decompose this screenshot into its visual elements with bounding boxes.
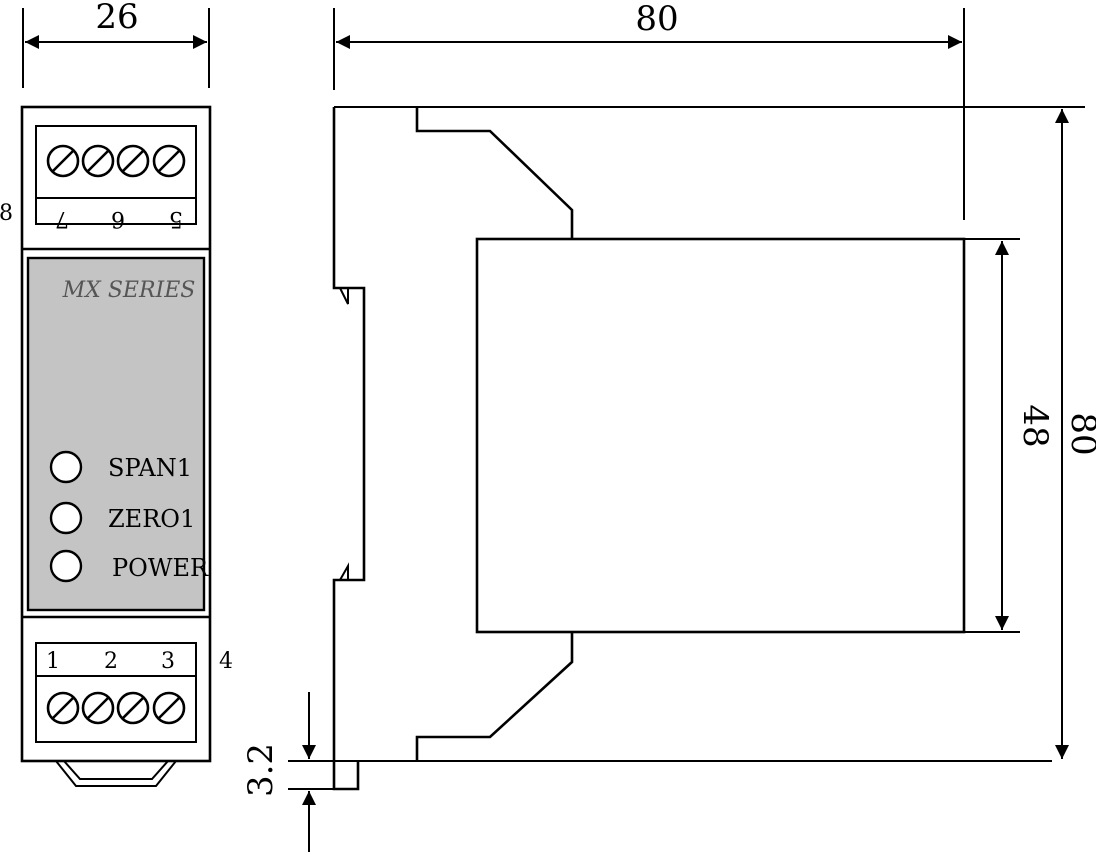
main-body (475, 237, 966, 634)
terminal-label-1: 1 (46, 649, 60, 674)
indicator-label-power: POWER (112, 554, 209, 582)
terminal-label-5: 5 (169, 206, 183, 231)
dimension-foot-label: 3.2 (241, 743, 281, 797)
dimension-total-height-label: 80 (1063, 412, 1096, 455)
terminal-label-8: 8 (0, 201, 13, 226)
dimension-height-48: 48 (995, 241, 1055, 630)
terminal-label-6: 6 (111, 206, 125, 231)
bottom-screw-row (46, 691, 186, 725)
indicator-label-span1: SPAN1 (108, 454, 192, 482)
dimension-foot-3-2: 3.2 (241, 692, 358, 852)
screw-icon (46, 691, 80, 725)
side-view: 80 48 80 3.2 (241, 0, 1096, 852)
bottom-terminal-block: 1 2 3 4 (35, 642, 233, 743)
dimension-depth-80: 80 (333, 0, 965, 220)
top-terminal-block: 8 7 6 5 (0, 125, 197, 231)
terminal-label-2: 2 (104, 649, 118, 674)
dimension-width-label: 26 (95, 0, 138, 37)
dimension-width-26: 26 (22, 0, 210, 88)
front-view: 26 8 7 6 5 MX SERIES SPAN1 (0, 0, 233, 787)
screw-icon (152, 691, 186, 725)
screw-icon (116, 691, 150, 725)
series-label: MX SERIES (62, 278, 196, 303)
screw-icon (81, 144, 115, 178)
din-clip-tab (55, 760, 177, 787)
screw-icon (46, 144, 80, 178)
front-body-outline (20, 105, 212, 763)
terminal-label-3: 3 (161, 649, 175, 674)
power-indicator-icon (49, 549, 83, 583)
front-label-panel: MX SERIES SPAN1 ZERO1 POWER (26, 256, 209, 612)
dimension-height-80: 80 (1055, 109, 1096, 759)
terminal-label-4: 4 (219, 649, 233, 674)
terminal-label-7: 7 (55, 206, 69, 231)
zero-indicator-icon (49, 501, 83, 535)
dimension-body-height-label: 48 (1015, 404, 1055, 447)
indicator-label-zero1: ZERO1 (108, 505, 195, 533)
span-indicator-icon (49, 450, 83, 484)
dimension-depth-label: 80 (635, 0, 678, 39)
rail-profile (332, 107, 366, 791)
screw-icon (152, 144, 186, 178)
top-screw-row (46, 144, 186, 178)
screw-icon (81, 691, 115, 725)
screw-icon (116, 144, 150, 178)
